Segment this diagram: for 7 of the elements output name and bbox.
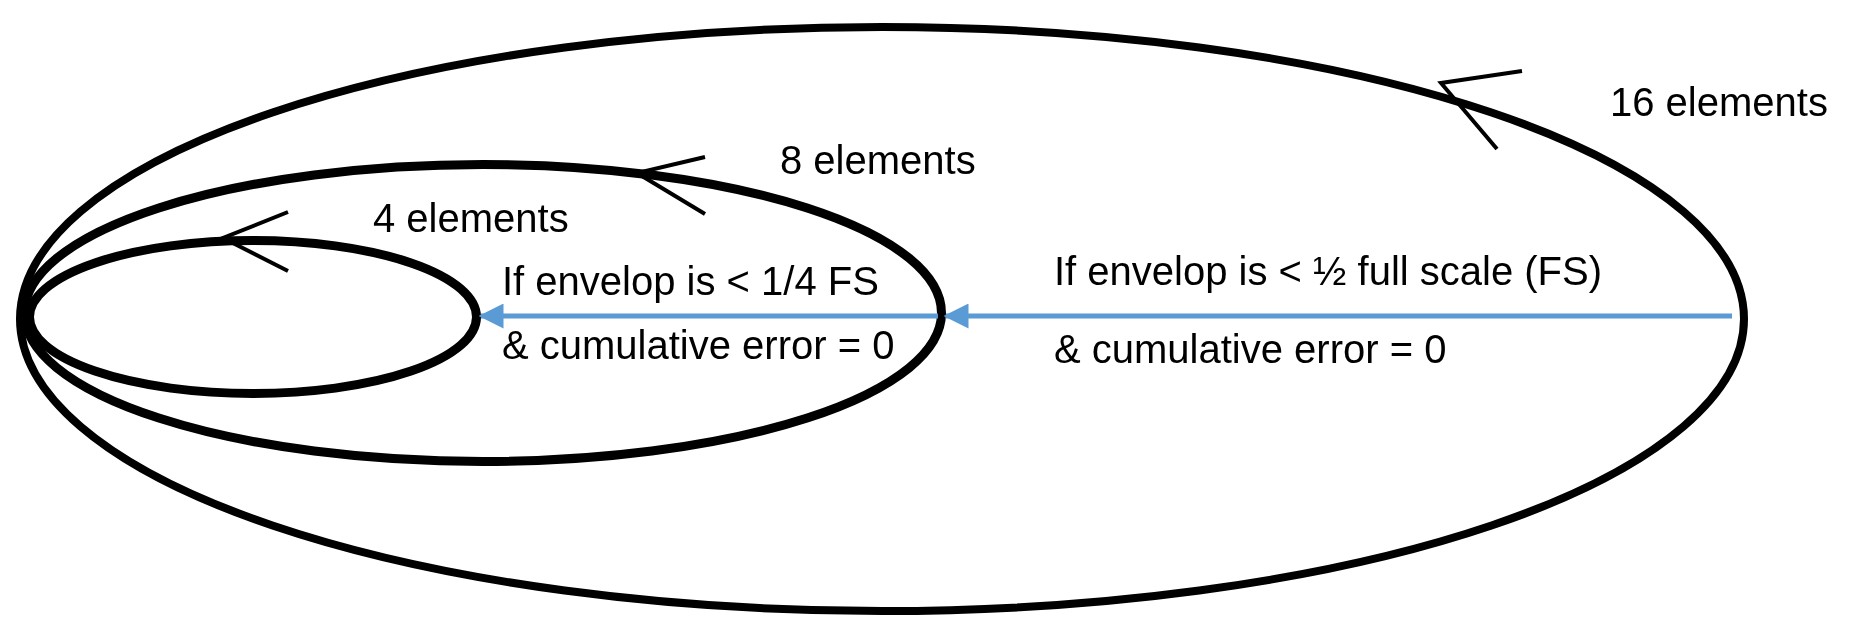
element-count-label: 8 elements: [780, 138, 976, 182]
element-count-label: 16 elements: [1610, 80, 1828, 124]
edge-label: If envelop is < 1/4 FS & cumulative error = 0: [502, 258, 896, 369]
arrow: [943, 303, 1732, 329]
element-count-label: 4 elements: [373, 196, 569, 240]
edge-label: If envelop is < ½ full scale (FS) & cumulative error = 0: [1054, 248, 1603, 373]
arrow: [478, 303, 938, 329]
